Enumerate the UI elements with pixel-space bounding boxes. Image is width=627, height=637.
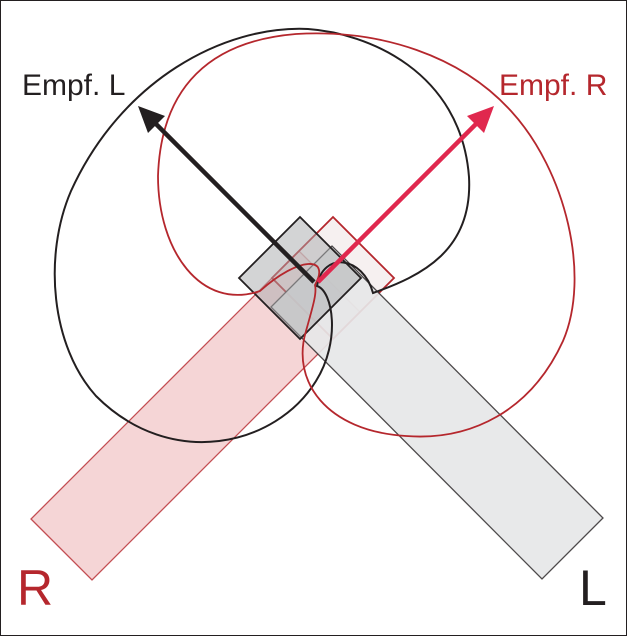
mic-right-label: Empf. R — [499, 69, 608, 102]
mic-left-label: Empf. L — [22, 69, 126, 102]
right-direction-arrow-shaft — [316, 119, 481, 284]
left-direction-arrow-head — [138, 106, 165, 133]
channel-right-label: R — [17, 560, 54, 616]
right-direction-arrow-head — [467, 106, 494, 133]
right-polar-pattern-curve — [157, 32, 576, 438]
left-direction-arrow-shaft — [151, 119, 316, 284]
channel-left-label: L — [579, 560, 607, 616]
left-polar-pattern-curve — [53, 27, 471, 444]
